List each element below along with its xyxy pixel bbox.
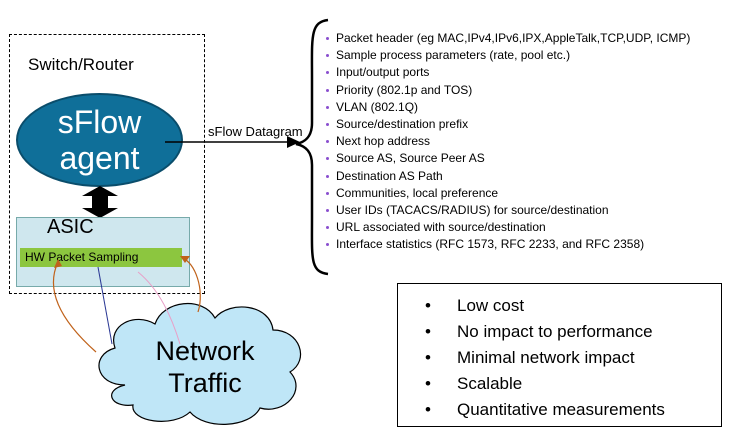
benefits-list: Low cost No impact to performance Minima… [425,293,665,423]
sampling-arrow-right [181,257,201,313]
sampling-line-pink [137,271,181,345]
benefit-item: Quantitative measurements [425,397,665,423]
agent-label-line2: agent [59,140,140,176]
hw-packet-sampling-box: HW Packet Sampling [20,248,182,267]
benefit-item: No impact to performance [425,319,665,345]
field-item: Sample process parameters (rate, pool et… [326,47,690,64]
field-item: URL associated with source/destination [326,219,690,236]
field-item: Source/destination prefix [326,116,690,133]
network-traffic-label: Network Traffic [120,335,290,399]
benefit-item: Minimal network impact [425,345,665,371]
curly-brace-icon [295,18,329,276]
sampling-line-blue [97,266,113,345]
field-item: VLAN (802.1Q) [326,99,690,116]
field-item: Communities, local preference [326,185,690,202]
sflow-agent-oval: sFlow agent [16,93,183,187]
field-item: Next hop address [326,133,690,150]
benefits-box [397,283,722,427]
switch-router-title: Switch/Router [28,55,134,74]
field-item: User IDs (TACACS/RADIUS) for source/dest… [326,202,690,219]
field-item: Source AS, Source Peer AS [326,150,690,167]
network-cloud-icon [98,303,302,425]
field-item: Interface statistics (RFC 1573, RFC 2233… [326,236,690,253]
field-item: Input/output ports [326,64,690,81]
benefit-item: Scalable [425,371,665,397]
sflow-datagram-label: sFlow Datagram [208,124,303,139]
datagram-arrow-icon [165,136,300,148]
field-item: Packet header (eg MAC,IPv4,IPv6,IPX,Appl… [326,30,690,47]
field-item: Priority (802.1p and TOS) [326,82,690,99]
bidirectional-arrow-icon [82,186,118,218]
field-item: Destination AS Path [326,168,690,185]
asic-label: ASIC [47,216,94,238]
cloud-label-line1: Network [155,336,255,366]
datagram-fields-list: Packet header (eg MAC,IPv4,IPv6,IPX,Appl… [326,30,690,254]
agent-label-line1: sFlow [57,104,142,140]
cloud-label-line2: Traffic [168,368,242,398]
sampling-arrow-left [52,261,97,353]
switch-router-box [9,34,205,294]
benefit-item: Low cost [425,293,665,319]
